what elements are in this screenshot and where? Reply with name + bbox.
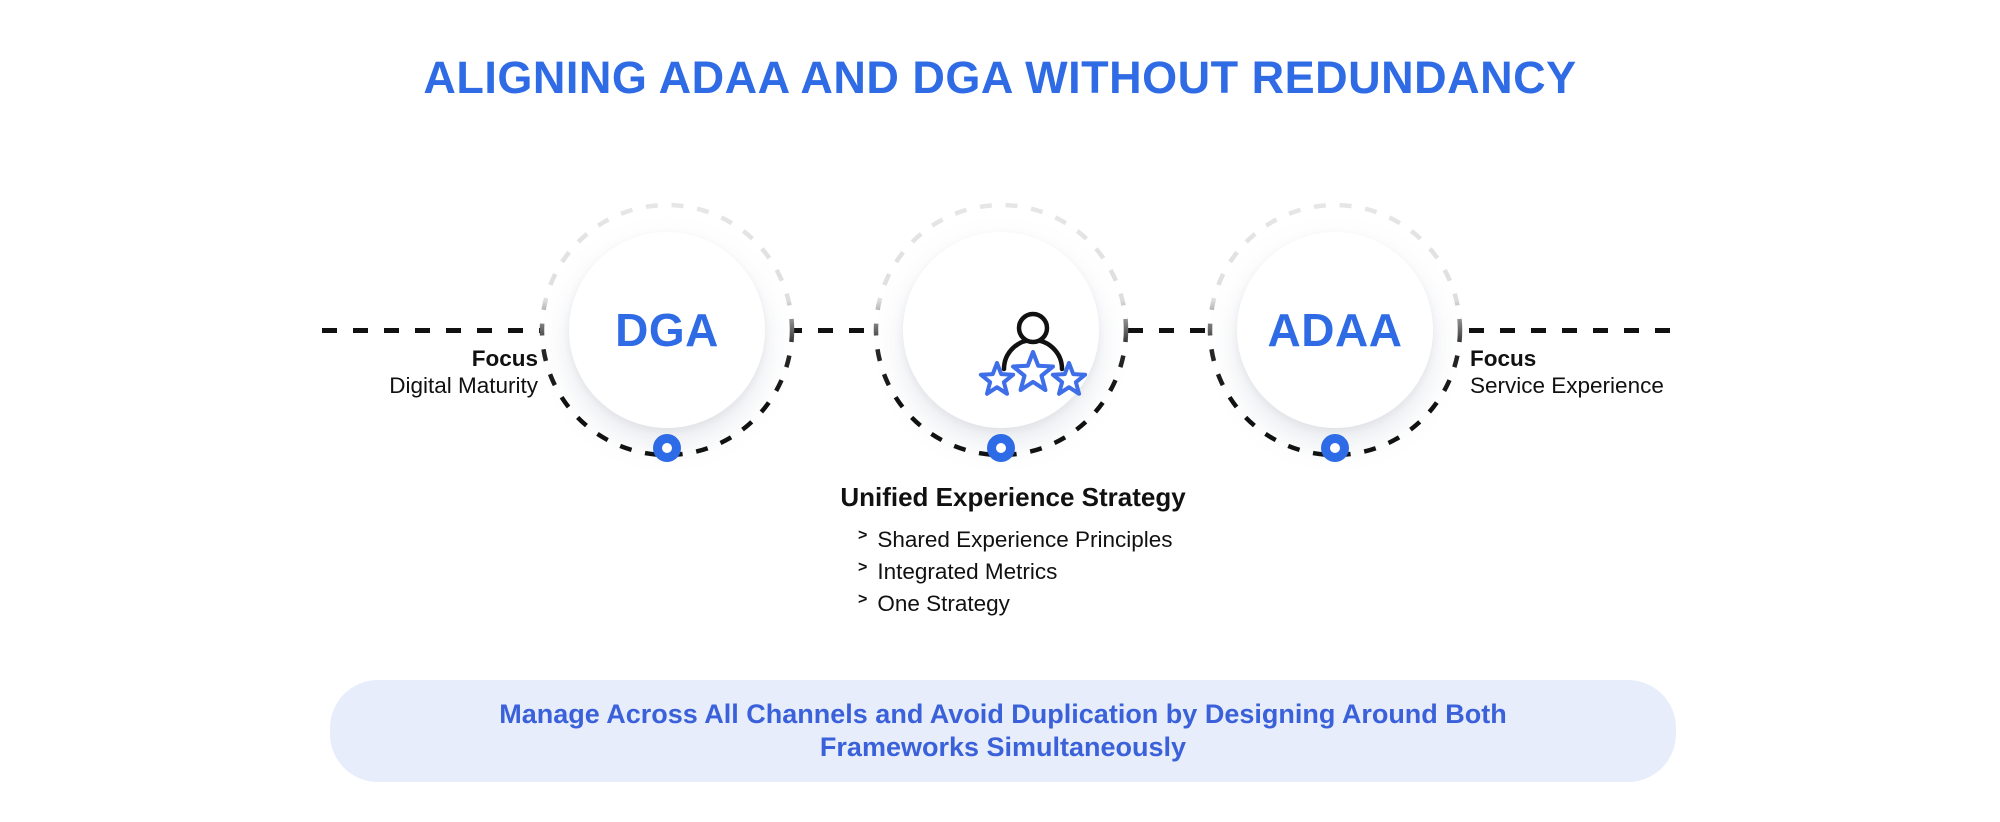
strategy-item-label: One Strategy — [877, 591, 1010, 616]
node-adaa: ADAA — [1205, 200, 1465, 462]
chevron-bullet-icon: > — [858, 591, 868, 608]
star-icon — [1050, 361, 1088, 396]
node-dga: DGA — [537, 200, 797, 462]
focus-value: Digital Maturity — [389, 373, 538, 398]
strategy-heading: Unified Experience Strategy — [840, 482, 1186, 512]
dga-label: DGA — [615, 304, 719, 356]
dga-circle: DGA — [569, 232, 765, 428]
adaa-circle: ADAA — [1237, 232, 1433, 428]
adaa-label: ADAA — [1267, 304, 1403, 356]
focus-heading: Focus — [1470, 346, 1537, 371]
strategy-item-label: Integrated Metrics — [877, 559, 1058, 584]
strategy-item-label: Shared Experience Principles — [877, 527, 1173, 552]
focus-block-dga: Focus Digital Maturity — [220, 345, 538, 399]
node-unified-experience — [871, 200, 1131, 462]
strategy-item: > One Strategy — [858, 591, 1173, 617]
star-icon — [1013, 352, 1053, 390]
summary-banner-line: Frameworks Simultaneously — [819, 732, 1187, 762]
dga-marker-dot — [653, 434, 681, 462]
unified-circle — [903, 232, 1099, 428]
star-icon — [978, 361, 1016, 396]
summary-banner-text: Manage Across All Channels and Avoid Dup… — [499, 698, 1507, 764]
adaa-marker-dot — [1321, 434, 1349, 462]
chevron-bullet-icon: > — [858, 559, 868, 576]
focus-heading: Focus — [471, 346, 538, 371]
page-title: ALIGNING ADAA AND DGA WITHOUT REDUNDANCY — [423, 52, 1577, 103]
strategy-item: > Shared Experience Principles — [858, 527, 1173, 553]
summary-banner: Manage Across All Channels and Avoid Dup… — [330, 680, 1676, 782]
strategy-list: > Shared Experience Principles > Integra… — [858, 527, 1173, 617]
focus-block-adaa: Focus Service Experience — [1470, 345, 1810, 399]
strategy-item: > Integrated Metrics — [858, 559, 1173, 585]
person-with-three-stars-icon — [978, 311, 1088, 396]
chevron-bullet-icon: > — [858, 527, 868, 544]
summary-banner-line: Manage Across All Channels and Avoid Dup… — [499, 699, 1507, 729]
focus-value: Service Experience — [1470, 373, 1664, 398]
unified-marker-dot — [987, 434, 1015, 462]
